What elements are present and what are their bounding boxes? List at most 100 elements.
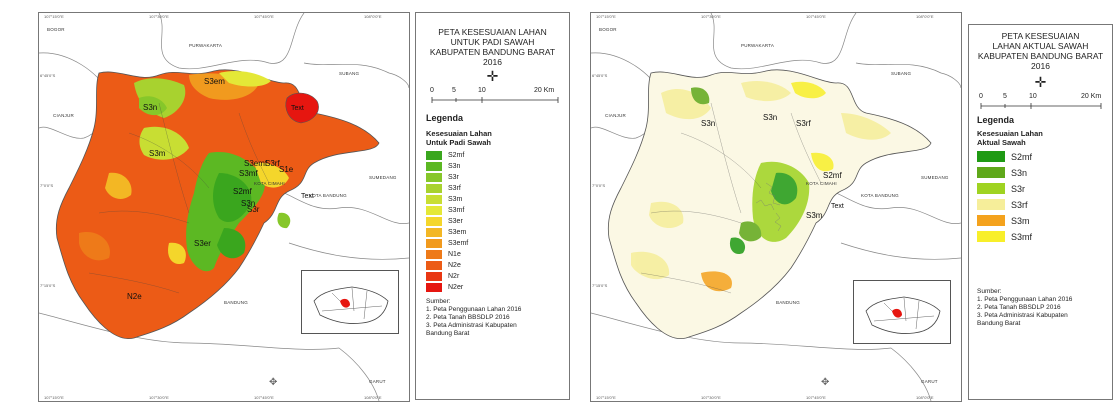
right-legend-swatch — [977, 215, 1005, 226]
bottom-tick-4: 108°0'0"E — [364, 395, 382, 400]
r-map-label-s3n-2: S3n — [763, 113, 778, 122]
map-label-s3er: S3er — [194, 239, 211, 248]
left-legend-item: S3m — [426, 195, 559, 204]
left-legend-swatch — [426, 206, 442, 215]
left-legend-label: S3rf — [448, 185, 461, 192]
left-inset-map — [301, 270, 399, 334]
bottom-tick-3: 107°45'0"E — [254, 395, 274, 400]
right-legend-swatch — [977, 167, 1005, 178]
left-map-frame: ✥ 107°15'0"E 107°30'0"E 107°45'0"E 108°0… — [38, 12, 410, 402]
map-label-s1e: S1e — [279, 165, 294, 174]
left-legend-item: N2er — [426, 283, 559, 292]
r-top-tick-4: 108°0'0"E — [916, 14, 934, 19]
r-map-label-s2mf: S2mf — [823, 171, 842, 180]
r-place-bogor: BOGOR — [599, 27, 617, 32]
map-label-s3r: S3r — [247, 205, 260, 214]
left-legend-swatch — [426, 250, 442, 259]
right-scale-bar: 0 5 10 20 Km — [979, 93, 1102, 100]
left-legend-item: S3er — [426, 217, 559, 226]
r-side-tick-3: 7°15'0"S — [592, 283, 608, 288]
top-tick-2: 107°30'0"E — [149, 14, 169, 19]
place-subang: SUBANG — [339, 71, 360, 76]
left-legend-swatch — [426, 162, 442, 171]
svg-text:✥: ✥ — [821, 377, 829, 388]
right-legend-title: PETA KESESUAIAN LAHAN AKTUAL SAWAH KABUP… — [977, 31, 1104, 71]
right-north-arrow-icon: ✛ — [1034, 74, 1047, 90]
left-legenda-heading: Legenda — [426, 113, 464, 123]
right-legend-swatch — [977, 183, 1005, 194]
side-tick-1: 6°45'0"S — [40, 73, 56, 78]
r-place-sumedang: SUMEDANG — [921, 175, 949, 180]
r-bottom-tick-2: 107°30'0"E — [701, 395, 721, 400]
top-tick-4: 108°0'0"E — [364, 14, 382, 19]
left-legend-label: N2r — [448, 273, 460, 280]
left-legend-swatch — [426, 173, 442, 182]
left-legend-item: N2e — [426, 261, 559, 270]
map-label-s3rf: S3rf — [265, 159, 280, 168]
left-legend-swatch — [426, 151, 442, 160]
right-sumber: Sumber: 1. Peta Penggunaan Lahan 2016 2.… — [977, 288, 1073, 327]
left-legend-label: S3r — [448, 174, 459, 181]
r-place-bandung: BANDUNG — [776, 300, 800, 305]
left-legend-swatch — [426, 272, 442, 281]
r-place-cianjur: CIANJUR — [605, 113, 626, 118]
side-tick-3: 7°15'0"S — [40, 283, 56, 288]
r-place-garut: GARUT — [921, 379, 938, 384]
left-legend-label: N2er — [448, 284, 464, 291]
place-purwakarta: PURWAKARTA — [189, 43, 223, 48]
r-bottom-tick-4: 108°0'0"E — [916, 395, 934, 400]
left-legend-label: S3em — [448, 229, 467, 236]
left-legend-title: PETA KESESUAIAN LAHAN UNTUK PADI SAWAH K… — [429, 27, 556, 67]
left-legend-item: S3emf — [426, 239, 559, 248]
r-side-tick-1: 6°45'0"S — [592, 73, 608, 78]
r-top-tick-2: 107°30'0"E — [701, 14, 721, 19]
left-legend-swatch — [426, 195, 442, 204]
r-place-kota-bandung: KOTA BANDUNG — [861, 193, 899, 198]
left-legend-subtitle: Kesesuaian Lahan Untuk Padi Sawah — [426, 129, 492, 147]
left-legend-label: S3m — [448, 196, 463, 203]
map-label-s3emf: S3emf — [244, 159, 268, 168]
left-legend-swatch — [426, 239, 442, 248]
bottom-tick-1: 107°15'0"E — [44, 395, 64, 400]
left-legend-label: N1e — [448, 251, 461, 258]
right-legend-item: S3rf — [977, 199, 1104, 210]
left-sumber: Sumber: 1. Peta Penggunaan Lahan 2016 2.… — [426, 298, 522, 337]
right-legend-item: S3m — [977, 215, 1104, 226]
right-legend-label: S3n — [1011, 167, 1028, 178]
left-legend-swatch — [426, 228, 442, 237]
left-legend-item: S3r — [426, 173, 559, 182]
left-legend-item: S3em — [426, 228, 559, 237]
right-legenda-heading: Legenda — [977, 115, 1015, 125]
place-sumedang: SUMEDANG — [369, 175, 397, 180]
right-map-canvas: ✥ — [591, 13, 961, 401]
right-map-frame: ✥ 107°15'0"E 107°30'0"E 107°45'0"E 108°0… — [590, 12, 962, 402]
left-legend-item: S2mf — [426, 151, 559, 160]
svg-text:✥: ✥ — [269, 377, 277, 388]
top-tick-1: 107°15'0"E — [44, 14, 64, 19]
place-cianjur: CIANJUR — [53, 113, 74, 118]
right-legend-label: S3rf — [1011, 199, 1028, 210]
place-kota-bandung: KOTA BANDUNG — [309, 193, 347, 198]
right-inset-map — [853, 280, 951, 344]
map-label-s3n-top: S3n — [143, 103, 158, 112]
r-map-label-text: Text — [831, 203, 844, 210]
r-map-label-s3n: S3n — [701, 119, 716, 128]
left-north-arrow-icon: ✛ — [486, 68, 499, 84]
place-garut: GARUT — [369, 379, 386, 384]
place-bandung: BANDUNG — [224, 300, 248, 305]
left-legend-swatch — [426, 283, 442, 292]
place-kota-cimahi: KOTA CIMAHI — [254, 181, 285, 186]
bottom-tick-2: 107°30'0"E — [149, 395, 169, 400]
right-legend-swatch — [977, 199, 1005, 210]
map-label-n2e: N2e — [127, 292, 142, 301]
map-label-s3em: S3em — [204, 77, 225, 86]
r-bottom-tick-1: 107°15'0"E — [596, 395, 616, 400]
left-legend-label: S2mf — [448, 152, 465, 159]
right-legend-label: S3mf — [1011, 231, 1033, 242]
left-legend-item: S3n — [426, 162, 559, 171]
left-legend-swatch — [426, 217, 442, 226]
right-legend-label: S3m — [1011, 215, 1030, 226]
r-side-tick-2: 7°0'0"S — [592, 183, 606, 188]
map-label-s3n: S3n — [241, 199, 256, 208]
